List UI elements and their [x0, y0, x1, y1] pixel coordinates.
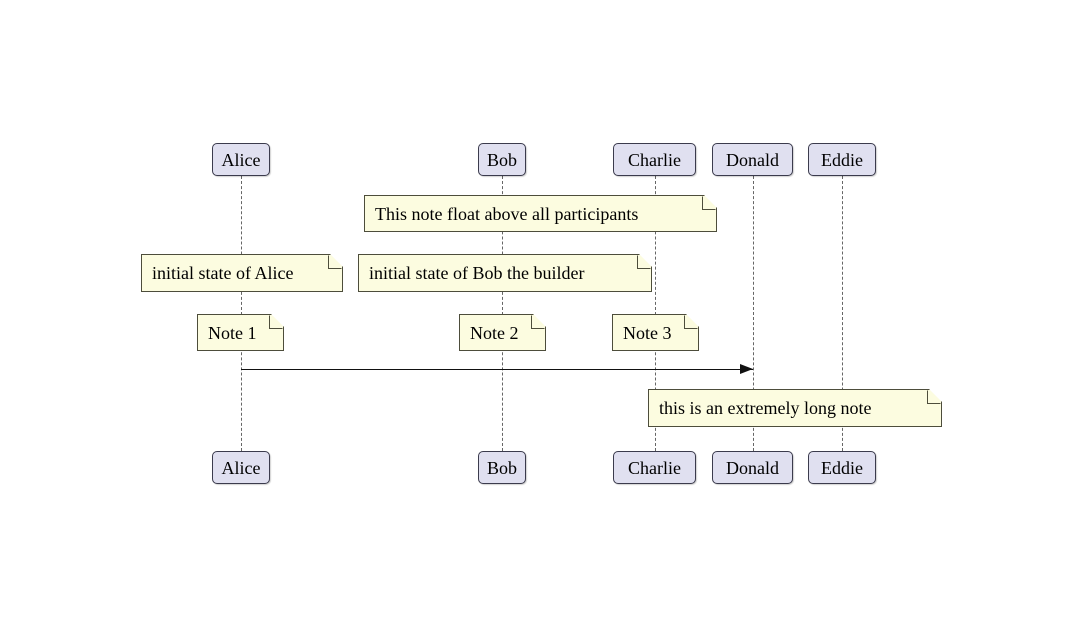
- participant-eddie-bottom[interactable]: Eddie: [808, 451, 876, 484]
- note-initial-bob[interactable]: initial state of Bob the builder: [358, 254, 652, 292]
- note-fold-corner-icon: [637, 255, 651, 269]
- note-over-all[interactable]: This note float above all participants: [364, 195, 717, 232]
- lifeline-charlie: [655, 176, 656, 451]
- note-text: Note 3: [623, 322, 672, 343]
- note-initial-alice[interactable]: initial state of Alice: [141, 254, 343, 292]
- participant-eddie-top[interactable]: Eddie: [808, 143, 876, 176]
- participant-alice-top[interactable]: Alice: [212, 143, 270, 176]
- note-fold-corner-icon: [702, 196, 716, 210]
- message-line: [241, 369, 753, 370]
- note-fold-corner-icon: [328, 255, 342, 269]
- participant-label: Alice: [221, 457, 261, 478]
- participant-bob-top[interactable]: Bob: [478, 143, 526, 176]
- participant-label: Bob: [486, 149, 517, 170]
- participant-donald-bottom[interactable]: Donald: [712, 451, 793, 484]
- note-text: Note 2: [470, 322, 519, 343]
- participant-label: Bob: [486, 457, 517, 478]
- participant-alice-bottom[interactable]: Alice: [212, 451, 270, 484]
- note-1[interactable]: Note 1: [197, 314, 284, 351]
- lifeline-donald: [753, 176, 754, 451]
- participant-label: Eddie: [821, 457, 863, 478]
- participant-donald-top[interactable]: Donald: [712, 143, 793, 176]
- participant-label: Charlie: [628, 457, 681, 478]
- participant-label: Eddie: [821, 149, 863, 170]
- note-text: Note 1: [208, 322, 257, 343]
- participant-charlie-top[interactable]: Charlie: [613, 143, 696, 176]
- note-text: initial state of Bob the builder: [369, 263, 585, 283]
- lifeline-alice: [241, 176, 242, 451]
- note-long[interactable]: this is an extremely long note: [648, 389, 942, 427]
- lifeline-bob: [502, 176, 503, 451]
- message-arrowhead-icon: [740, 364, 753, 374]
- participant-label: Alice: [221, 149, 261, 170]
- note-text: this is an extremely long note: [659, 398, 872, 418]
- note-text: initial state of Alice: [152, 263, 294, 283]
- participant-label: Donald: [726, 457, 779, 478]
- lifeline-eddie: [842, 176, 843, 451]
- note-fold-corner-icon: [531, 315, 545, 329]
- note-fold-corner-icon: [684, 315, 698, 329]
- note-3[interactable]: Note 3: [612, 314, 699, 351]
- note-2[interactable]: Note 2: [459, 314, 546, 351]
- participant-charlie-bottom[interactable]: Charlie: [613, 451, 696, 484]
- note-fold-corner-icon: [927, 390, 941, 404]
- participant-label: Donald: [726, 149, 779, 170]
- note-fold-corner-icon: [269, 315, 283, 329]
- note-text: This note float above all participants: [375, 203, 639, 224]
- participant-label: Charlie: [628, 149, 681, 170]
- message-alice-donald[interactable]: [241, 364, 753, 374]
- participant-bob-bottom[interactable]: Bob: [478, 451, 526, 484]
